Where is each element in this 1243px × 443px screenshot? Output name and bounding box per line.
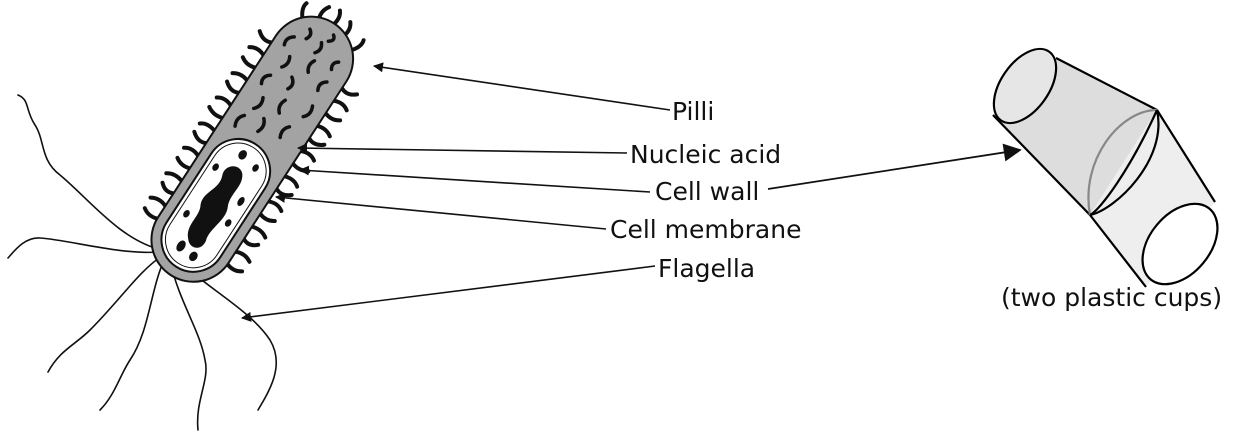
label-two-plastic-cups: (two plastic cups) bbox=[1001, 283, 1222, 312]
flagella-strands bbox=[7, 94, 278, 431]
label-pilli: Pilli bbox=[672, 97, 714, 126]
arrow-cell-membrane bbox=[275, 192, 607, 230]
arrow-flagella bbox=[241, 265, 656, 322]
bacterium-cell bbox=[142, 1, 366, 283]
pili-strands bbox=[142, 1, 366, 274]
arrow-cups bbox=[767, 143, 1022, 190]
arrow-nucleic-acid bbox=[297, 143, 628, 154]
two-plastic-cups-icon bbox=[992, 47, 1219, 288]
arrow-pilli bbox=[373, 62, 671, 111]
label-cell-wall: Cell wall bbox=[655, 177, 759, 206]
label-cell-membrane: Cell membrane bbox=[610, 215, 801, 244]
arrow-cell-wall bbox=[299, 165, 651, 193]
label-nucleic-acid: Nucleic acid bbox=[630, 140, 781, 169]
nucleic-acid-blob bbox=[176, 150, 259, 262]
pointer-lines bbox=[241, 62, 1022, 322]
label-flagella: Flagella bbox=[658, 254, 755, 283]
